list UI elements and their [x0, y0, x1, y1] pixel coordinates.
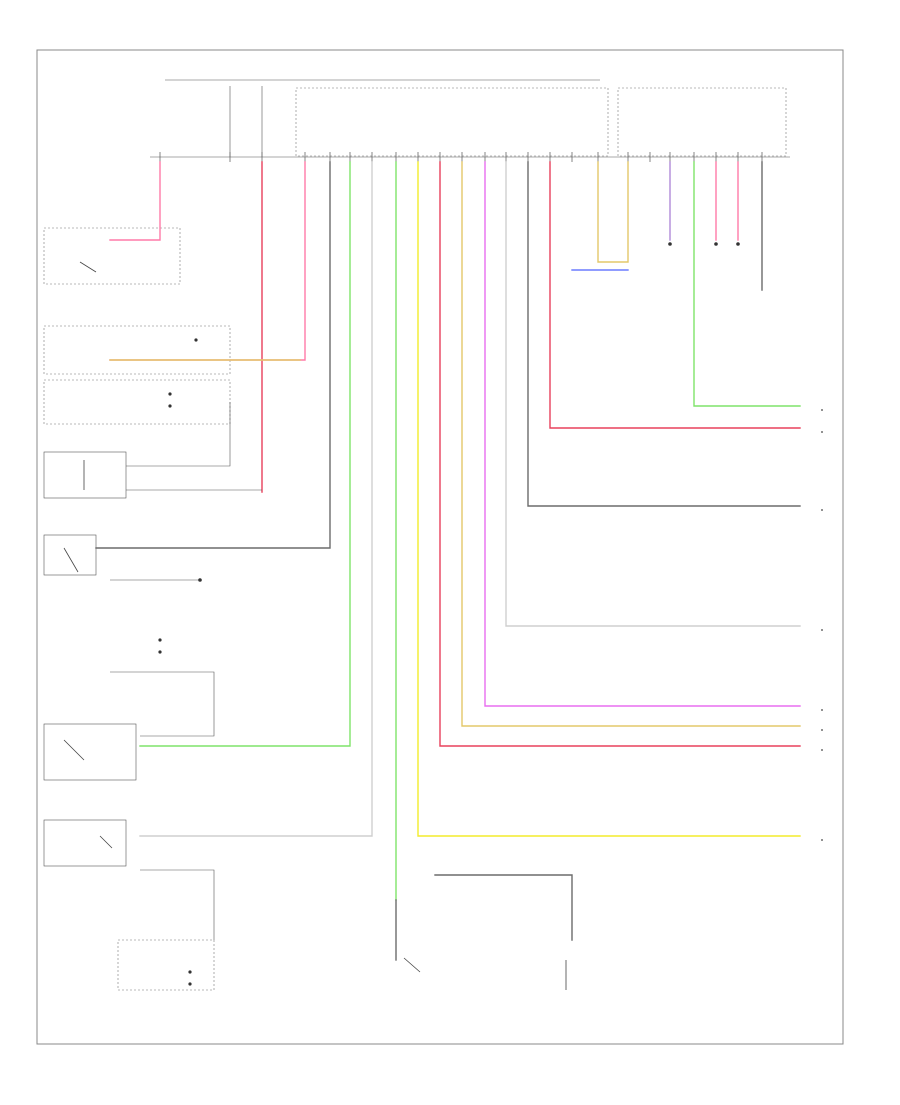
security-box	[43, 379, 231, 425]
wire-gray-1	[95, 161, 331, 549]
seat-belt-sensor-box	[43, 534, 97, 576]
wire-gray-6	[140, 869, 215, 940]
wire-lightgray-2	[505, 161, 801, 627]
diagram-border	[36, 49, 844, 1045]
wire-gray-2	[527, 161, 801, 507]
wire-gray-8	[126, 402, 231, 467]
wire-green-3	[693, 161, 801, 407]
wire-gray-7	[110, 671, 215, 737]
connector-pins	[159, 152, 763, 162]
wire-lightgray-1	[139, 161, 373, 837]
light-switch-box	[43, 227, 181, 285]
switch-symbols	[63, 261, 567, 990]
passenger-door-latch-box	[43, 819, 127, 867]
wire-tan-2	[461, 161, 801, 727]
wire-red-2	[109, 161, 306, 361]
central-junction-box	[295, 87, 609, 157]
wire-end-markers	[821, 409, 823, 841]
terminal-dots	[158, 242, 740, 986]
wire-green-1	[139, 161, 351, 747]
driver-door-latch-box	[43, 723, 137, 781]
wire-harness	[95, 161, 801, 961]
wire-yellow-1	[417, 161, 801, 837]
wire-tan-3	[597, 161, 629, 263]
instrument-cluster-box	[43, 451, 127, 499]
sjb-connector-box	[43, 325, 231, 375]
power-distribution-box	[617, 87, 787, 157]
wire-magenta-1	[484, 161, 801, 707]
wire-pink-1	[109, 161, 161, 241]
passenger-sjb-box	[117, 939, 215, 991]
wire-red-3	[439, 161, 801, 747]
wire-red-4	[549, 161, 801, 429]
wire-gray-4	[434, 874, 573, 941]
